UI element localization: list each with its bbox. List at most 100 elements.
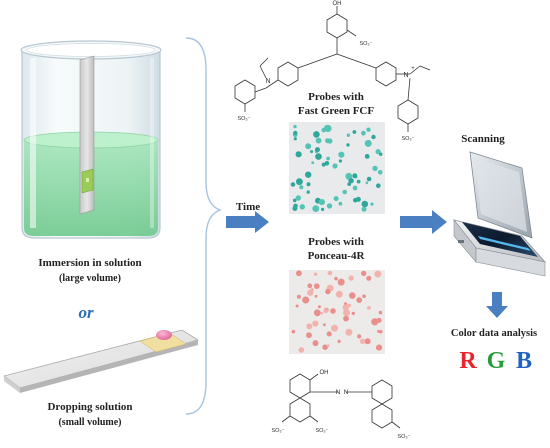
or-label: or — [78, 303, 94, 322]
pink-probe-bead — [314, 294, 318, 298]
green-probe-bead — [352, 173, 358, 179]
pink-probe-bead — [357, 334, 362, 339]
green-probe-bead — [305, 171, 312, 178]
probe-image-ponceau — [289, 270, 385, 354]
pink-probe-bead — [376, 344, 383, 351]
green-probe-bead — [356, 179, 361, 184]
dropping-volume: (small volume) — [58, 417, 121, 428]
pink-probe-bead — [291, 329, 296, 334]
green-probe-bead — [338, 151, 345, 158]
green-probe-bead — [326, 156, 330, 161]
pink-probe-bead — [378, 310, 383, 315]
green-probe-bead — [333, 196, 339, 202]
green-probe-bead — [353, 197, 358, 203]
immersion-label: Immersion in solution — [38, 257, 141, 269]
pink-probe-bead — [342, 304, 349, 311]
green-probe-bead — [299, 204, 305, 210]
green-probe-bead — [306, 190, 310, 194]
probe1-line1: Probes with — [308, 91, 364, 103]
pink-probe-bead — [296, 270, 302, 277]
pink-probe-bead — [331, 324, 338, 332]
green-probe-bead — [370, 202, 374, 206]
time-label: Time — [236, 201, 260, 213]
so3-p4r-2: SO₃⁻ — [315, 428, 328, 434]
pink-probe-bead — [330, 308, 336, 314]
green-probe-bead — [361, 206, 367, 212]
rgb-letters: R G B — [459, 348, 532, 374]
pink-probe-bead — [306, 332, 312, 339]
pink-probe-bead — [320, 311, 324, 315]
analysis-label: Color data analysis — [451, 328, 537, 339]
green-probe-bead — [293, 130, 298, 135]
pink-probe-bead — [361, 270, 367, 277]
pink-probe-bead — [334, 276, 338, 281]
pink-probe-bead — [374, 270, 382, 278]
analysis-arrow — [486, 292, 508, 318]
pink-probe-bead — [344, 313, 348, 317]
pink-probe-bead — [325, 288, 331, 295]
oh-top: OH — [333, 1, 342, 7]
pink-probe-bead — [313, 272, 318, 276]
test-strip-immersed — [79, 55, 95, 215]
pink-probe-bead — [302, 296, 310, 304]
green-probe-bead — [366, 176, 372, 182]
green-probe-bead — [338, 201, 343, 206]
pink-probe-bead — [345, 328, 353, 336]
azo-n1: N — [336, 389, 341, 396]
green-probe-bead — [293, 137, 297, 141]
immersion-volume: (large volume) — [59, 273, 121, 284]
pink-probe-bead — [335, 290, 343, 298]
probe2-line2: Ponceau-4R — [308, 250, 366, 262]
green-probe-bead — [352, 130, 357, 134]
green-probe-bead — [364, 154, 370, 159]
beaker — [20, 40, 162, 239]
green-probe-bead — [312, 205, 320, 213]
green-probe-bead — [292, 198, 297, 203]
green-probe-bead — [346, 133, 351, 137]
pink-probe-bead — [379, 330, 383, 334]
green-probe-bead — [376, 183, 381, 188]
green-probe-bead — [327, 138, 333, 144]
green-probe-bead — [379, 152, 383, 156]
pink-probe-bead — [317, 305, 321, 309]
pink-probe-bead — [307, 283, 313, 289]
green-probe-bead — [313, 131, 320, 138]
green-probe-bead — [372, 165, 378, 172]
pink-probe-bead — [327, 270, 333, 276]
green-probe-bead — [315, 137, 322, 144]
green-probe-bead — [299, 185, 304, 190]
pink-probe-bead — [337, 339, 341, 343]
pink-probe-bead — [359, 338, 366, 344]
pink-probe-bead — [347, 303, 352, 308]
green-probe-bead — [352, 185, 358, 191]
grouping-brace — [185, 37, 223, 415]
pink-probe-bead — [313, 309, 321, 317]
green-probe-bead — [375, 149, 381, 155]
green-probe-bead — [371, 134, 376, 140]
pink-probe-bead — [349, 292, 356, 299]
so3-fg-1: SO₃⁻ — [359, 41, 372, 47]
green-probe-bead — [311, 161, 315, 165]
green-probe-bead — [292, 206, 298, 211]
pink-probe-bead — [337, 278, 345, 286]
scanner-icon — [452, 151, 547, 277]
pink-probe-bead — [312, 340, 319, 347]
pink-probe-bead — [364, 338, 371, 345]
probe1-line2: Fast Green FCF — [298, 105, 374, 117]
pink-probe-bead — [356, 297, 363, 303]
pink-probe-bead — [323, 323, 326, 327]
so3-fg-3: SO₃⁻ — [401, 136, 414, 142]
green-probe-bead — [346, 143, 350, 147]
green-probe-bead — [296, 178, 303, 186]
pink-probe-bead — [322, 344, 328, 351]
green-probe-bead — [364, 139, 372, 147]
green-probe-bead — [321, 207, 325, 211]
pink-probe-bead — [312, 320, 319, 327]
green-probe-bead — [338, 159, 342, 163]
green-probe-bead — [293, 124, 297, 129]
green-probe-bead — [324, 124, 331, 132]
green-probe-bead — [345, 172, 353, 180]
pink-probe-bead — [298, 347, 305, 353]
dropping-label: Dropping solution — [47, 401, 132, 413]
